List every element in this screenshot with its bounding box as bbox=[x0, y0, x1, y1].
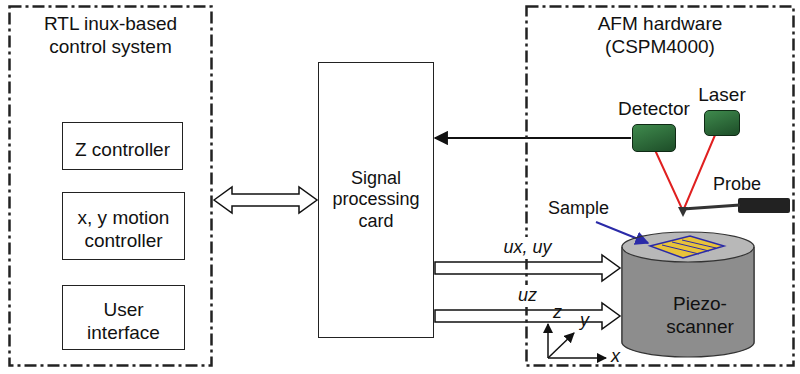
piezo-body bbox=[621, 247, 755, 357]
signal-label: ux, uy bbox=[501, 237, 553, 259]
node-label: Detector bbox=[618, 98, 690, 121]
node-label: Laser bbox=[698, 84, 746, 107]
box-text: x, y motion controller bbox=[63, 207, 184, 253]
box-text: Z controller bbox=[67, 139, 178, 162]
cylinder-side bbox=[622, 247, 754, 357]
sample-leader bbox=[596, 222, 648, 243]
box-text: Signal processing card bbox=[319, 168, 433, 233]
probe-holder bbox=[738, 198, 790, 213]
part-label: Probe bbox=[713, 174, 761, 196]
region-title: AFM hardware (CSPM4000) bbox=[575, 13, 745, 59]
box-text: User interface bbox=[63, 299, 184, 345]
piezo-top bbox=[621, 232, 755, 262]
axis-label: z bbox=[553, 302, 562, 324]
detector-icon: Detector bbox=[632, 124, 676, 152]
controller-box: x, y motion controller bbox=[62, 192, 185, 260]
axes bbox=[548, 324, 606, 358]
region-border bbox=[527, 7, 794, 366]
sample-stripes bbox=[662, 240, 716, 254]
signal-arrow bbox=[435, 137, 631, 139]
probe-cantilever bbox=[683, 205, 740, 209]
card-box: Signal processing card bbox=[318, 62, 434, 338]
sample-chip bbox=[650, 236, 724, 258]
system-region: RTL inux-based control system Z controlle… bbox=[8, 5, 213, 367]
signal-label: uz bbox=[516, 285, 539, 307]
bus-arrow bbox=[214, 187, 317, 213]
region-title: RTL inux-based control system bbox=[28, 13, 193, 59]
axis-label: y bbox=[580, 310, 589, 332]
axis-label: x bbox=[611, 346, 620, 368]
node-label: Piezo- scanner bbox=[655, 293, 745, 339]
region-border bbox=[10, 7, 212, 366]
piezo-scanner: Piezo- scanner bbox=[621, 231, 756, 358]
controller-box: Z controller bbox=[62, 122, 183, 170]
cylinder-top bbox=[622, 232, 754, 262]
probe-tip bbox=[678, 207, 688, 217]
interface-box: User interface bbox=[62, 285, 185, 350]
laser-icon: Laser bbox=[704, 110, 740, 136]
part-label: Sample bbox=[548, 198, 609, 220]
